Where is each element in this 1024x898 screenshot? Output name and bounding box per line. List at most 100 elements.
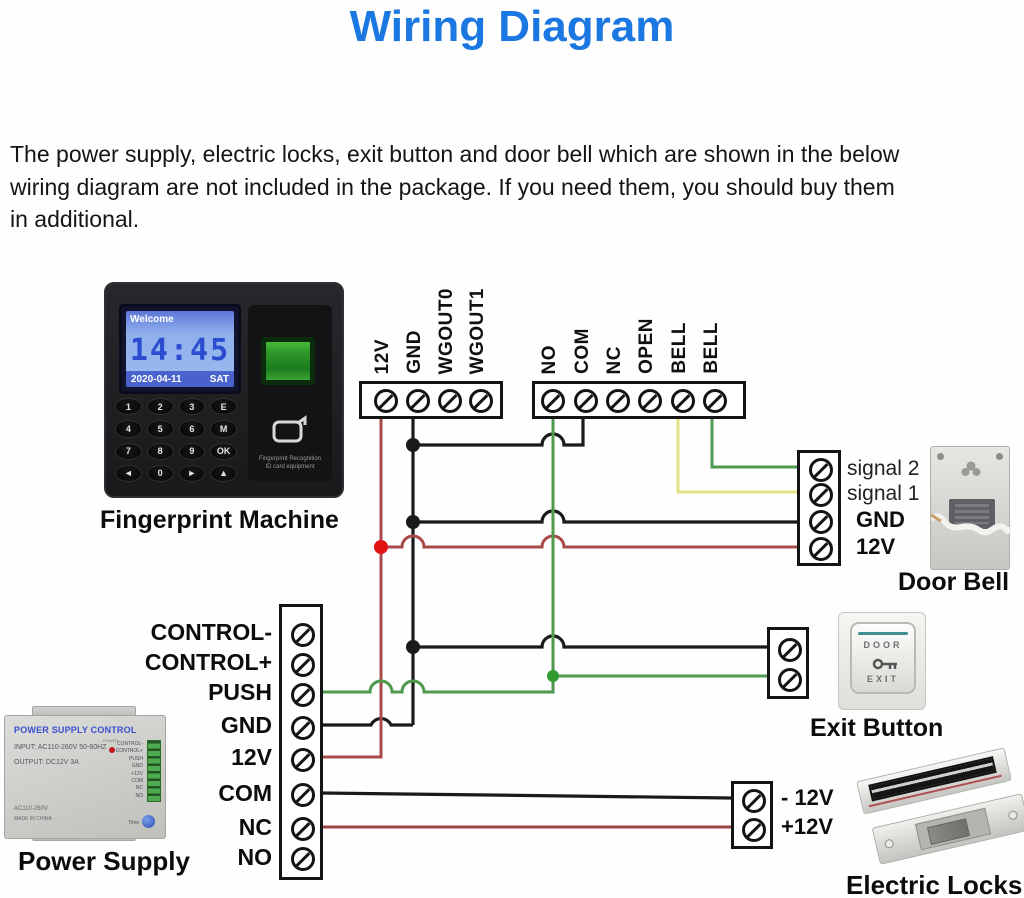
- key-ok[interactable]: OK: [210, 442, 237, 460]
- control-label-control-plus: CONTROL+: [144, 649, 272, 675]
- key-9[interactable]: 9: [178, 442, 206, 460]
- exit-button-device[interactable]: DOOR EXIT: [838, 612, 926, 710]
- terminal-block-relay-bell: [532, 381, 746, 419]
- wire-lock-minus: [321, 791, 732, 800]
- terminal-screw-gnd[interactable]: [406, 389, 430, 413]
- key-4[interactable]: 4: [115, 420, 142, 438]
- electric-locks-label: Electric Locks: [846, 870, 1023, 898]
- psu-pin-labels: CONTROL- CONTROL+ PUSH GND +12V COM NC N…: [115, 741, 143, 799]
- lock-label-minus12v: - 12V: [781, 785, 834, 810]
- terminal-block-control: [279, 604, 323, 880]
- terminal-screw-com2[interactable]: [291, 783, 315, 807]
- terminal-block-exit: [767, 627, 809, 699]
- key-m[interactable]: M: [210, 420, 237, 438]
- terminal-screw-gnd2[interactable]: [291, 716, 315, 740]
- terminal-screw-bell2[interactable]: [703, 389, 727, 413]
- terminal-screw-wgout1[interactable]: [469, 389, 493, 413]
- key-e[interactable]: E: [210, 398, 237, 416]
- terminal-screw-signal2[interactable]: [809, 458, 833, 482]
- psu-title: POWER SUPPLY CONTROL: [14, 725, 137, 735]
- fingerprint-machine-label: Fingerprint Machine: [100, 506, 339, 534]
- power-supply-label: Power Supply: [18, 846, 190, 876]
- page-title: Wiring Diagram: [349, 2, 675, 51]
- terminal-screw-open[interactable]: [638, 389, 662, 413]
- card-icon: [272, 415, 307, 443]
- lock-label-plus12v: +12V: [781, 814, 833, 839]
- psu-power-led: [109, 747, 115, 753]
- terminal-screw-nc[interactable]: [606, 389, 630, 413]
- intro-line: in additional.: [10, 206, 140, 233]
- doorbell-label-gnd: GND: [856, 507, 905, 532]
- terminal-screw-signal1[interactable]: [809, 483, 833, 507]
- terminal-screw-push[interactable]: [291, 683, 315, 707]
- door-bell-device: [930, 446, 1011, 570]
- bell-screw: [996, 453, 1003, 460]
- terminal-label-wgout1: WGOUT1: [467, 287, 488, 374]
- terminal-screw-exit-top[interactable]: [778, 638, 802, 662]
- strike-hole: [1007, 809, 1019, 821]
- terminal-screw-bell1[interactable]: [671, 389, 695, 413]
- lcd-inner: Welcome 14:45 2020-04-11 SAT: [126, 311, 234, 387]
- key-left[interactable]: ◄: [115, 464, 142, 482]
- key-6[interactable]: 6: [178, 420, 206, 438]
- key-2[interactable]: 2: [146, 398, 174, 416]
- wire-bell-signal1: [676, 418, 797, 494]
- door-bell-label: Door Bell: [898, 568, 1010, 596]
- terminal-screw-no[interactable]: [541, 389, 565, 413]
- reader-caption: Fingerprint Recognition ID card equipmen…: [258, 456, 322, 470]
- terminal-screw-bell-12v[interactable]: [809, 537, 833, 561]
- terminal-screw-exit-bottom[interactable]: [778, 668, 802, 692]
- doorbell-label-12v: 12V: [856, 534, 896, 559]
- wire-com-branch: [413, 418, 585, 447]
- control-label-no: NO: [237, 844, 273, 870]
- key-8[interactable]: 8: [146, 442, 174, 460]
- terminal-block-doorbell: [797, 450, 841, 566]
- junction-dot: [406, 438, 420, 452]
- key-0[interactable]: 0: [146, 464, 174, 482]
- lcd-screen: Welcome 14:45 2020-04-11 SAT: [119, 304, 241, 394]
- wire-exit-top: [413, 634, 767, 649]
- key-3[interactable]: 3: [178, 398, 206, 416]
- terminal-screw-com[interactable]: [574, 389, 598, 413]
- reader-panel: Fingerprint Recognition ID card equipmen…: [248, 305, 332, 481]
- intro-paragraph: The power supply, electric locks, exit b…: [10, 138, 1014, 236]
- terminal-screw-control-minus[interactable]: [291, 623, 315, 647]
- wire-bell-signal2: [710, 418, 797, 469]
- key-up[interactable]: ▲: [210, 464, 237, 482]
- terminal-label-nc: NC: [604, 345, 625, 374]
- psu-led-label: POWER: [103, 738, 119, 743]
- key-right[interactable]: ►: [178, 464, 206, 482]
- psu-time-knob[interactable]: [142, 815, 155, 828]
- terminal-screw-lock-minus[interactable]: [742, 789, 766, 813]
- terminal-label-no: NO: [539, 344, 560, 375]
- intro-line: wiring diagram are not included in the p…: [10, 173, 895, 200]
- terminal-screw-control-plus[interactable]: [291, 653, 315, 677]
- terminal-screw-12v2[interactable]: [291, 748, 315, 772]
- key-1[interactable]: 1: [115, 398, 142, 416]
- exit-button-face[interactable]: DOOR EXIT: [850, 622, 916, 694]
- terminal-screw-no2[interactable]: [291, 847, 315, 871]
- junction-dot-green: [547, 670, 559, 682]
- terminal-screw-wgout0[interactable]: [438, 389, 462, 413]
- psu-body: POWER SUPPLY CONTROL INPUT: AC110-260V 5…: [4, 715, 166, 839]
- electric-locks-devices: [848, 747, 1024, 868]
- key-7[interactable]: 7: [115, 442, 142, 460]
- terminal-screw-nc2[interactable]: [291, 817, 315, 841]
- terminal-screw-12v[interactable]: [374, 389, 398, 413]
- bell-cable: [931, 513, 1011, 536]
- control-label-12v: 12V: [231, 744, 272, 770]
- doorbell-label-signal1: signal 1: [847, 482, 920, 505]
- key-5[interactable]: 5: [146, 420, 174, 438]
- terminal-label-open: OPEN: [636, 318, 657, 374]
- fingerprint-sensor[interactable]: [261, 337, 315, 385]
- terminal-screw-bell-gnd[interactable]: [809, 510, 833, 534]
- psu-input-spec: INPUT: AC110-260V 50-60HZ: [14, 744, 107, 751]
- power-supply-device: POWER SUPPLY CONTROL INPUT: AC110-260V 5…: [4, 706, 166, 848]
- junction-dot: [406, 640, 420, 654]
- bell-screw: [937, 453, 944, 460]
- terminal-label-gnd: GND: [404, 330, 425, 374]
- terminal-label-bell1: BELL: [669, 322, 690, 374]
- lcd-status-bar: 2020-04-11 SAT: [126, 371, 234, 387]
- magnetic-lock-plate: [868, 756, 997, 802]
- terminal-screw-lock-plus[interactable]: [742, 818, 766, 842]
